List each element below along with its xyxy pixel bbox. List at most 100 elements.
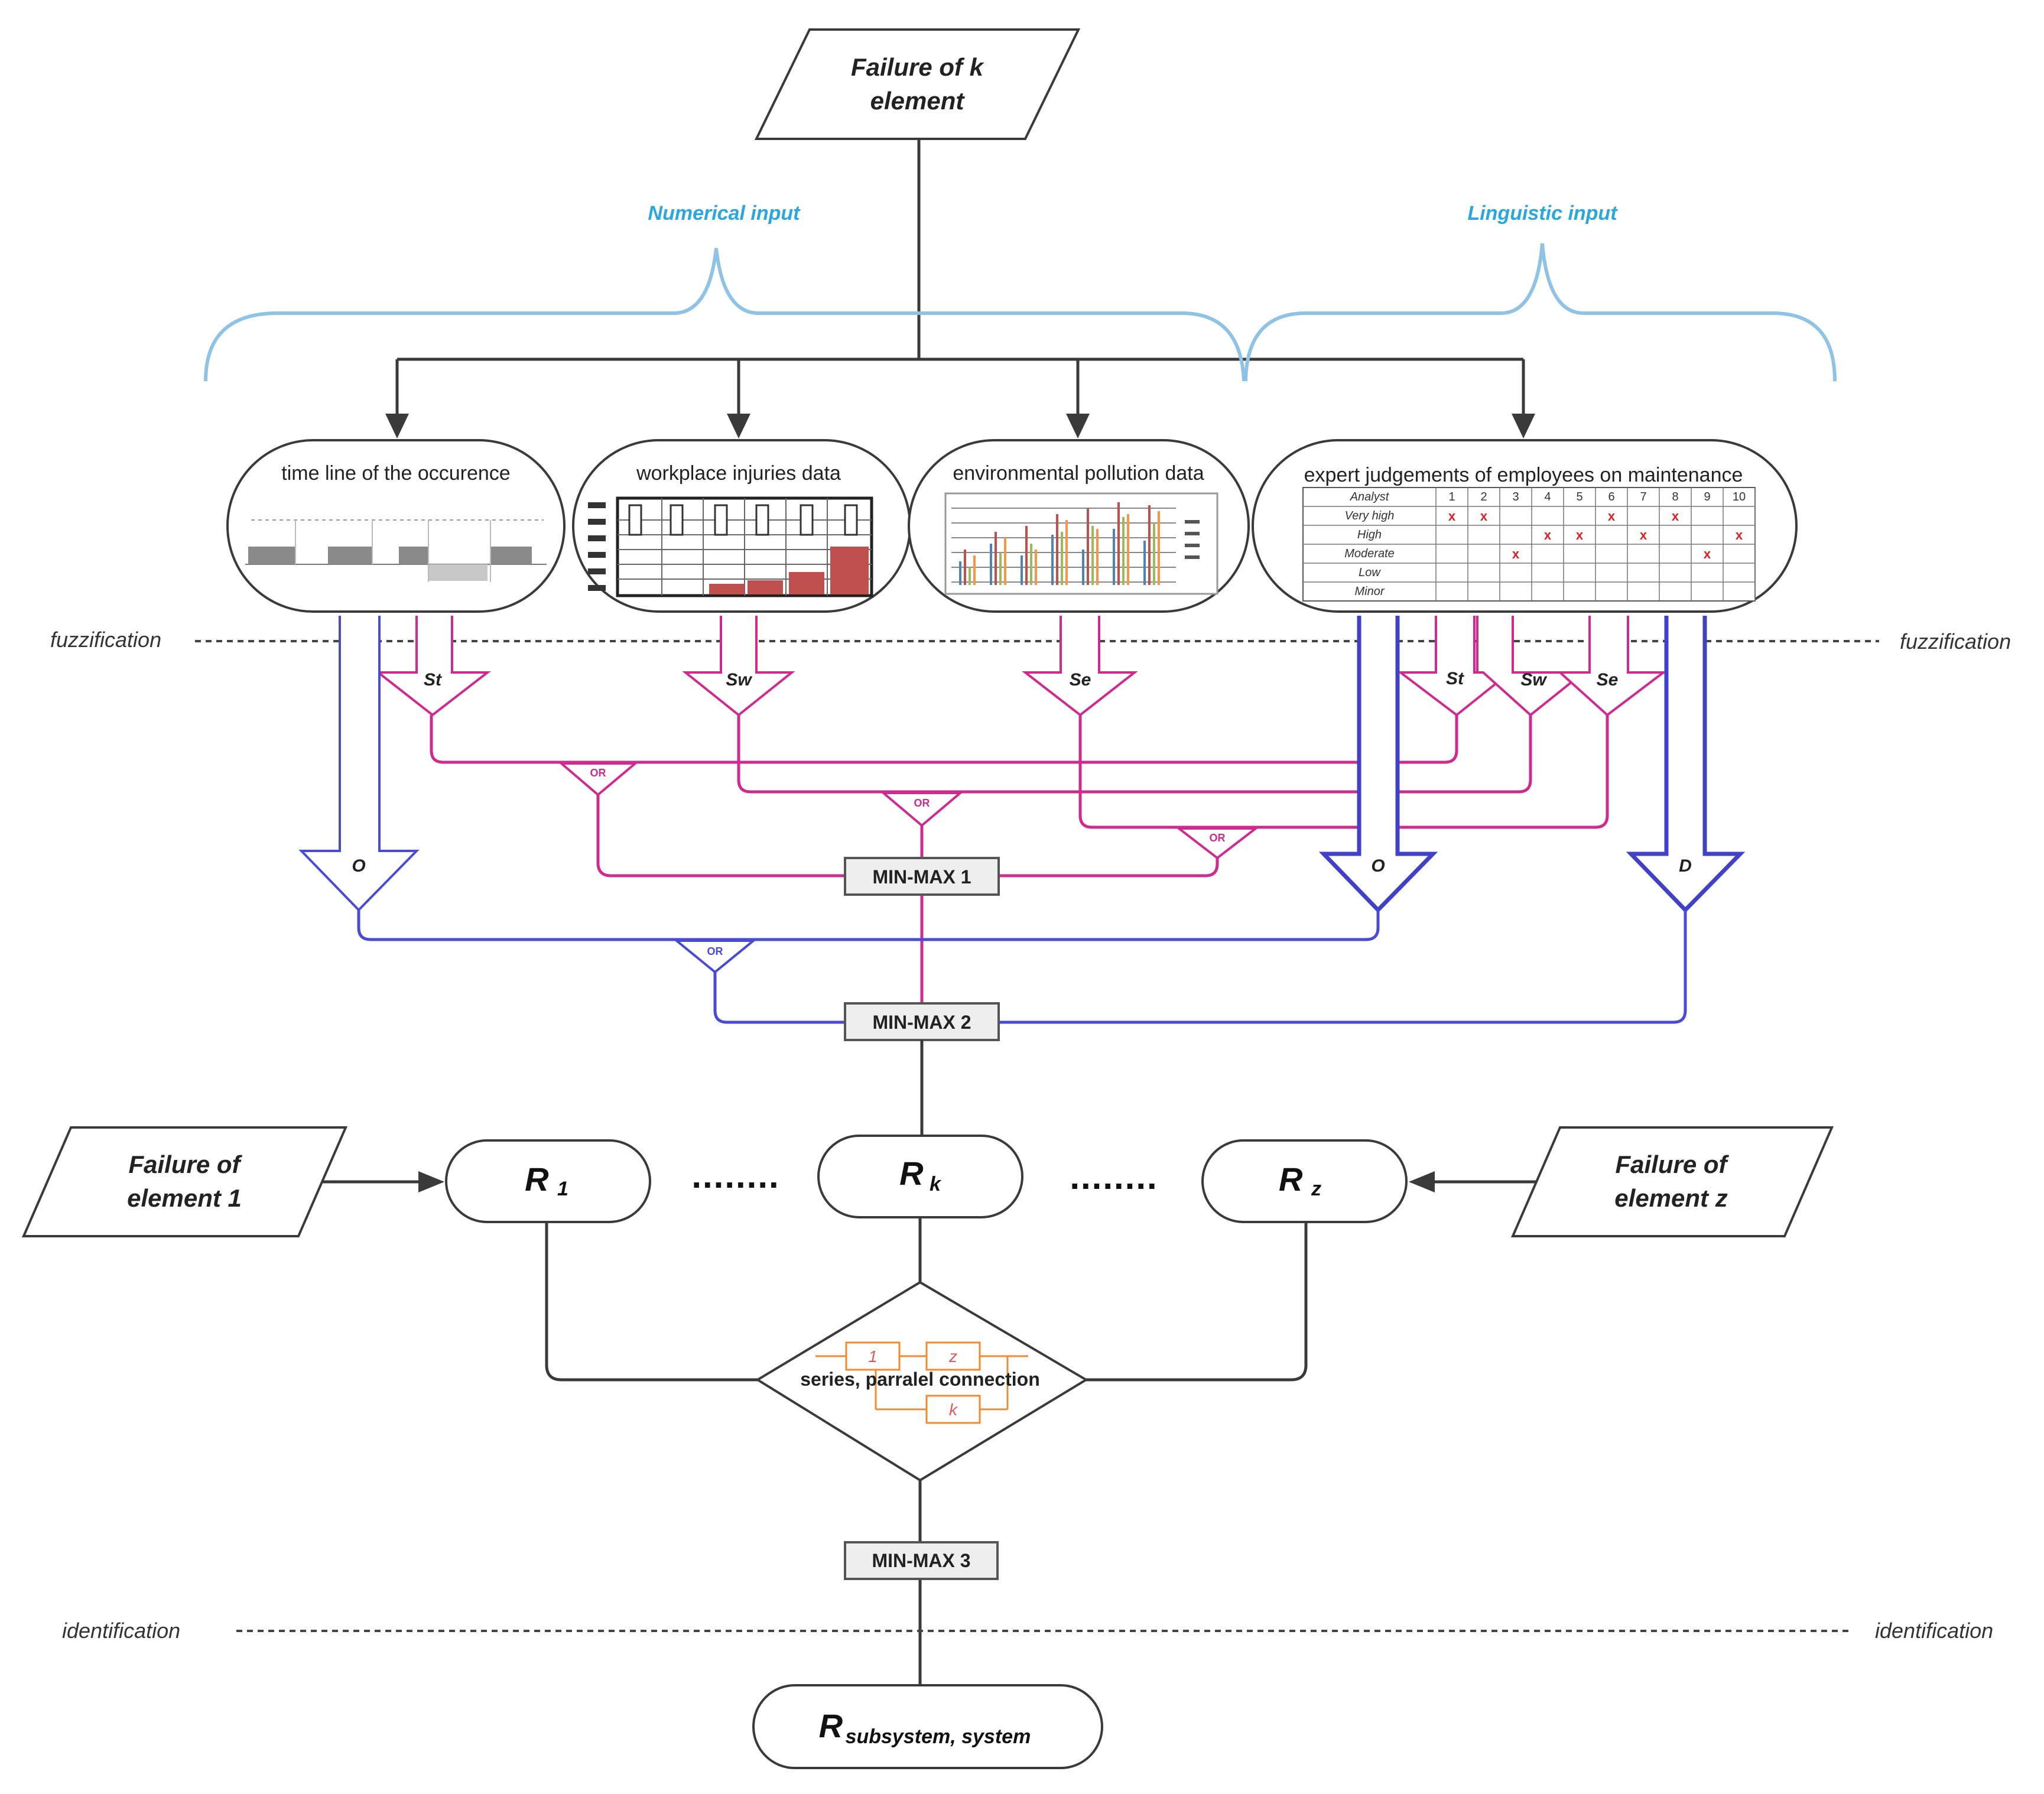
- final-r-subscript: subsystem, system: [846, 1725, 1031, 1748]
- expert-title: expert judgements of employees on mainte…: [1304, 464, 1743, 486]
- table-column-header: 7: [1640, 490, 1646, 503]
- rz-subscript: z: [1311, 1178, 1321, 1200]
- or-label: OR: [590, 767, 606, 779]
- r1-symbol: R: [525, 1161, 549, 1198]
- failure-k-line1: Failure of k: [851, 53, 985, 81]
- table-mark: x: [1704, 547, 1711, 561]
- rz-symbol: R: [1279, 1161, 1303, 1198]
- table-column-header: 8: [1672, 490, 1678, 503]
- blue-connectors: [357, 910, 1687, 1024]
- table-column-header: 5: [1576, 490, 1582, 503]
- fuzzification-label-right: fuzzification: [1900, 629, 2011, 654]
- table-row-label: Low: [1359, 566, 1381, 579]
- block-1-label: 1: [868, 1347, 878, 1366]
- table-mark: x: [1576, 528, 1584, 542]
- failure-1-line2: element 1: [127, 1184, 242, 1212]
- or-gate-se: OR: [1175, 827, 1259, 860]
- block-z-label: z: [948, 1347, 957, 1366]
- r-subsystem-system-node: R subsystem, system: [752, 1684, 1103, 1769]
- minmax-1-box: MIN-MAX 1: [844, 857, 1000, 896]
- failure-z-line2: element z: [1614, 1184, 1727, 1212]
- pollution-chart-thumbnail: [944, 492, 1218, 595]
- table-row-label: Moderate: [1344, 547, 1395, 560]
- linguistic-input-brace: [1244, 243, 1837, 382]
- table-column-header: 9: [1704, 490, 1710, 503]
- table-mark: x: [1448, 509, 1456, 524]
- label-se-expert: Se: [1597, 670, 1619, 690]
- table-row-label: High: [1357, 528, 1382, 541]
- timeline-chart-thumbnail: [245, 519, 547, 582]
- pollution-title: environmental pollution data: [953, 462, 1204, 485]
- failure-z-line1: Failure of: [1615, 1150, 1729, 1178]
- failure-1-line1: Failure of: [128, 1150, 242, 1178]
- timeline-input-box: time line of the occurence: [226, 439, 566, 613]
- or-gate-o: OR: [673, 940, 757, 974]
- rk-symbol: R: [899, 1155, 924, 1192]
- table-column-header: 4: [1544, 490, 1551, 503]
- timeline-title: time line of the occurence: [281, 462, 510, 485]
- svg-text:R z: R z: [1279, 1161, 1321, 1200]
- final-r-symbol: R: [819, 1707, 843, 1744]
- table-mark: x: [1544, 528, 1552, 542]
- block-diagram-icon: [815, 1341, 1028, 1424]
- magenta-connectors: [430, 715, 1609, 1008]
- series-parallel-diamond: 1 z k series, parralel connection: [755, 1280, 1088, 1482]
- rk-node: R k: [817, 1135, 1023, 1218]
- injuries-input-box: workplace injuries data: [572, 439, 911, 613]
- minmax-3-label: MIN-MAX 3: [872, 1550, 970, 1571]
- table-column-header: 10: [1733, 490, 1746, 503]
- numerical-input-label: Numerical input: [648, 202, 801, 225]
- minmax-3-box: MIN-MAX 3: [844, 1541, 999, 1580]
- rk-subscript: k: [930, 1173, 942, 1195]
- minmax-2-box: MIN-MAX 2: [844, 1002, 1000, 1041]
- table-mark: x: [1512, 547, 1520, 561]
- label-d: D: [1679, 856, 1692, 876]
- table-mark: x: [1672, 509, 1679, 524]
- pollution-input-box: environmental pollution data: [908, 439, 1250, 613]
- label-st-expert: St: [1446, 669, 1465, 688]
- failure-k-line2: element: [870, 87, 966, 115]
- svg-text:R subsystem, system: R subsystem, system: [819, 1707, 1031, 1748]
- numerical-input-brace: [204, 248, 1246, 382]
- magenta-hollow-arrows: [375, 616, 1667, 717]
- ellipsis-right: ........: [1070, 1157, 1158, 1197]
- ellipsis-left: ........: [691, 1156, 779, 1195]
- r1-node: R 1: [445, 1139, 651, 1223]
- or-label: OR: [707, 945, 723, 957]
- table-row-label: Very high: [1345, 509, 1395, 522]
- table-column-header: 6: [1608, 490, 1614, 503]
- table-mark: x: [1640, 528, 1647, 542]
- identification-label-left: identification: [62, 1618, 180, 1643]
- or-label: OR: [1210, 832, 1226, 844]
- expert-input-box: expert judgements of employees on mainte…: [1252, 439, 1798, 613]
- failure-element-1-node: Failure of element 1: [21, 1126, 348, 1237]
- rz-node: R z: [1201, 1139, 1408, 1223]
- block-k-label: k: [949, 1400, 958, 1419]
- injuries-chart-thumbnail: [588, 496, 873, 597]
- failure-arrowheads: [418, 1171, 1435, 1192]
- failure-of-k-element-node: Failure of k element: [754, 28, 1081, 140]
- minmax-1-label: MIN-MAX 1: [872, 866, 971, 888]
- table-mark: x: [1608, 509, 1616, 524]
- table-mark: x: [1736, 528, 1743, 542]
- identification-label-right: identification: [1875, 1618, 1993, 1643]
- label-sw-expert: Sw: [1520, 670, 1547, 690]
- svg-text:R 1: R 1: [525, 1161, 568, 1200]
- label-o-left: O: [352, 856, 365, 876]
- r1-subscript: 1: [557, 1178, 568, 1200]
- diamond-label: series, parralel connection: [800, 1369, 1040, 1390]
- label-se: Se: [1070, 670, 1091, 690]
- or-gate-sw: OR: [880, 792, 964, 827]
- table-mark: x: [1480, 509, 1488, 524]
- table-column-header: 1: [1448, 490, 1455, 503]
- table-row-label: Minor: [1354, 585, 1385, 598]
- label-o-right: O: [1371, 856, 1385, 876]
- label-sw: Sw: [726, 670, 752, 690]
- failure-element-z-node: Failure of element z: [1510, 1126, 1834, 1237]
- table-header-analyst: Analyst: [1350, 490, 1390, 503]
- minmax-2-label: MIN-MAX 2: [872, 1012, 971, 1033]
- distribution-arrowheads: [385, 414, 1535, 438]
- or-gate-st: OR: [558, 762, 639, 797]
